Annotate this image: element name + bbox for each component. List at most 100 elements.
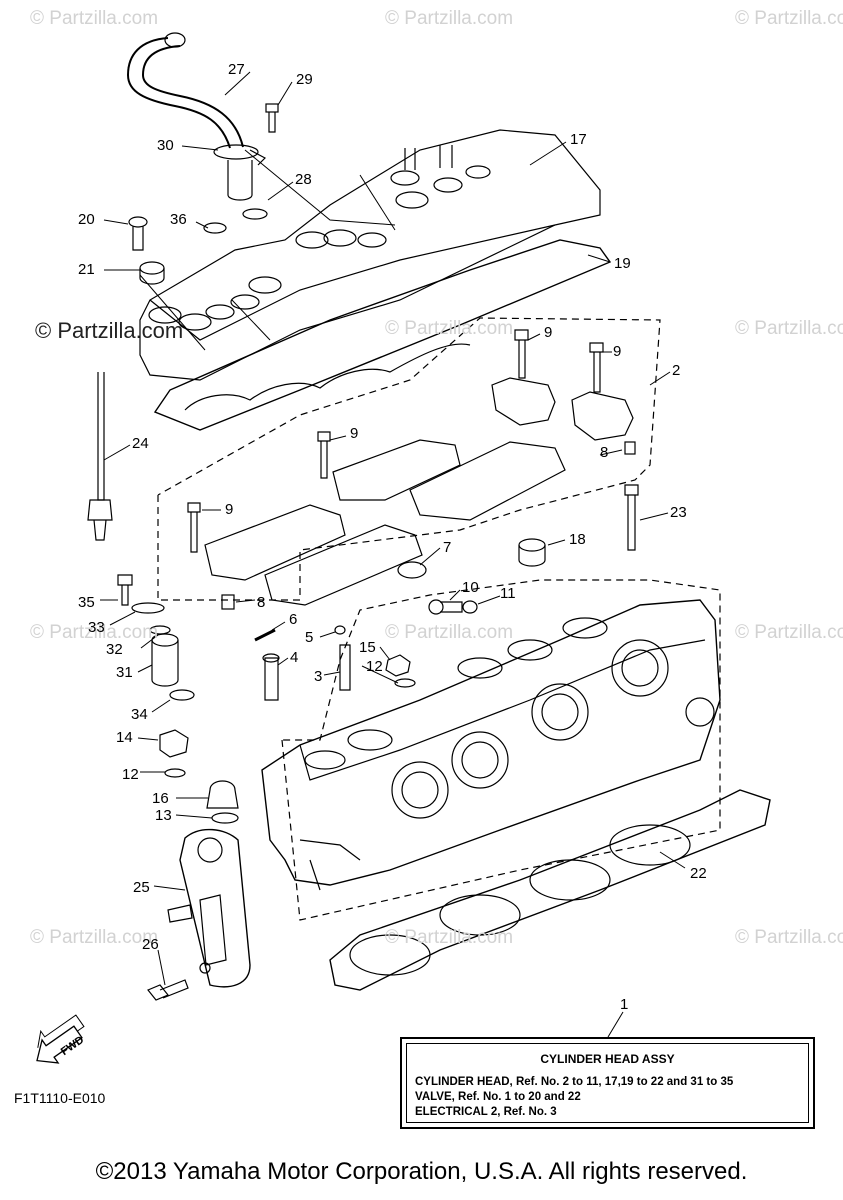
- cylinder-head-block: [261, 599, 721, 891]
- callout-33[interactable]: 33: [88, 619, 105, 636]
- callout-13[interactable]: 13: [155, 807, 172, 824]
- dowel-8: [221, 594, 235, 610]
- o-ring-34: [169, 689, 195, 701]
- head-gasket-22: [329, 789, 771, 991]
- bolt-26: [147, 979, 189, 1001]
- tie-strap-24: [87, 372, 113, 541]
- plug-7: [397, 561, 427, 579]
- callout-11[interactable]: 11: [500, 585, 516, 602]
- head-cover: [139, 129, 601, 381]
- watermark: © Partzilla.com: [735, 622, 843, 643]
- bracket-plate-25: [167, 828, 251, 988]
- watermark: © Partzilla.com: [30, 927, 159, 948]
- watermark: © Partzilla.com: [35, 318, 184, 343]
- callout-7[interactable]: 7: [443, 539, 452, 556]
- bolts-9: [187, 329, 604, 553]
- watermark: © Partzilla.com: [385, 927, 514, 948]
- camshaft-group-outline: [157, 317, 661, 601]
- copyright-notice: ©2013 Yamaha Motor Corporation, U.S.A. A…: [95, 1158, 748, 1185]
- callout-35[interactable]: 35: [78, 594, 95, 611]
- callout-6[interactable]: 6: [289, 611, 298, 628]
- bolt-20: [128, 216, 148, 251]
- callout-21[interactable]: 21: [78, 261, 95, 278]
- plug-36: [203, 222, 227, 234]
- callout-23[interactable]: 23: [670, 504, 687, 521]
- washer-12a: [394, 678, 416, 688]
- watermark: © Partzilla.com: [735, 318, 843, 339]
- reference-box: CYLINDER HEAD ASSY CYLINDER HEAD, Ref. N…: [400, 1037, 815, 1129]
- callout-4[interactable]: 4: [290, 649, 299, 666]
- washer-12b: [164, 768, 186, 778]
- bolt-10: [428, 599, 463, 615]
- grommet-21: [139, 261, 165, 285]
- callout-1[interactable]: 1: [620, 996, 629, 1013]
- callout-20[interactable]: 20: [78, 211, 95, 228]
- callout-17[interactable]: 17: [570, 131, 587, 148]
- callout-18[interactable]: 18: [569, 531, 586, 548]
- leader-lines: [100, 71, 686, 1038]
- callout-5[interactable]: 5: [305, 629, 314, 646]
- callout-9[interactable]: 9: [613, 343, 622, 360]
- washer-13: [211, 812, 239, 824]
- callout-9[interactable]: 9: [350, 425, 359, 442]
- callout-36[interactable]: 36: [170, 211, 187, 228]
- pin-6: [254, 628, 276, 642]
- watermark: © Partzilla.com: [735, 927, 843, 948]
- camshaft-carriers: [204, 439, 566, 606]
- o-ring-28: [242, 208, 268, 220]
- callout-12[interactable]: 12: [122, 766, 139, 783]
- callout-27[interactable]: 27: [228, 61, 245, 78]
- callout-12[interactable]: 12: [366, 658, 383, 675]
- washer-33: [131, 602, 165, 614]
- watermark: © Partzilla.com: [385, 622, 514, 643]
- watermark: © Partzilla.com: [385, 8, 514, 29]
- fwd-arrow-icon: [36, 1014, 85, 1064]
- bolt-35: [117, 574, 133, 606]
- callout-34[interactable]: 34: [131, 706, 148, 723]
- callout-10[interactable]: 10: [462, 579, 479, 596]
- watermark: © Partzilla.com: [30, 8, 159, 29]
- callout-14[interactable]: 14: [116, 729, 133, 746]
- callout-8[interactable]: 8: [600, 444, 609, 461]
- callout-25[interactable]: 25: [133, 879, 150, 896]
- bolt-23: [624, 484, 639, 551]
- watermark: © Partzilla.com: [385, 318, 514, 339]
- callout-28[interactable]: 28: [295, 171, 312, 188]
- callout-29[interactable]: 29: [296, 71, 313, 88]
- reference-line: CYLINDER HEAD, Ref. No. 2 to 11, 17,19 t…: [415, 1076, 734, 1088]
- diagram-code: F1T1110-E010: [14, 1090, 106, 1106]
- valve-guide-3: [339, 644, 351, 691]
- callout-24[interactable]: 24: [132, 435, 149, 452]
- reference-box-title: CYLINDER HEAD ASSY: [540, 1052, 675, 1066]
- callout-22[interactable]: 22: [690, 865, 707, 882]
- callout-31[interactable]: 31: [116, 664, 133, 681]
- callout-32[interactable]: 32: [106, 641, 123, 658]
- callout-19[interactable]: 19: [614, 255, 631, 272]
- callout-30[interactable]: 30: [157, 137, 174, 154]
- watermark: © Partzilla.com: [30, 622, 159, 643]
- callout-15[interactable]: 15: [359, 639, 376, 656]
- valve-guide-4: [262, 653, 280, 701]
- callout-8[interactable]: 8: [257, 594, 266, 611]
- nut-14: [159, 729, 189, 758]
- cap-18: [518, 538, 546, 567]
- washer-11: [462, 600, 478, 614]
- breather-hose: [126, 32, 266, 201]
- watermark: © Partzilla.com: [735, 8, 843, 29]
- bolt-29: [265, 103, 279, 133]
- nut-15: [385, 654, 411, 677]
- cam-caps-2: [491, 377, 636, 455]
- reference-line: VALVE, Ref. No. 1 to 20 and 22: [415, 1091, 581, 1103]
- callout-26[interactable]: 26: [142, 936, 159, 953]
- callout-16[interactable]: 16: [152, 790, 169, 807]
- cap-nut-16: [206, 780, 239, 809]
- callout-9[interactable]: 9: [544, 324, 553, 341]
- callout-9[interactable]: 9: [225, 501, 234, 518]
- callout-2[interactable]: 2: [672, 362, 681, 379]
- callout-3[interactable]: 3: [314, 668, 323, 685]
- reference-box-inner: CYLINDER HEAD ASSY CYLINDER HEAD, Ref. N…: [406, 1043, 809, 1123]
- head-group-outline: [281, 579, 721, 921]
- gasket-19: [153, 239, 612, 431]
- reference-line: ELECTRICAL 2, Ref. No. 3: [415, 1106, 557, 1118]
